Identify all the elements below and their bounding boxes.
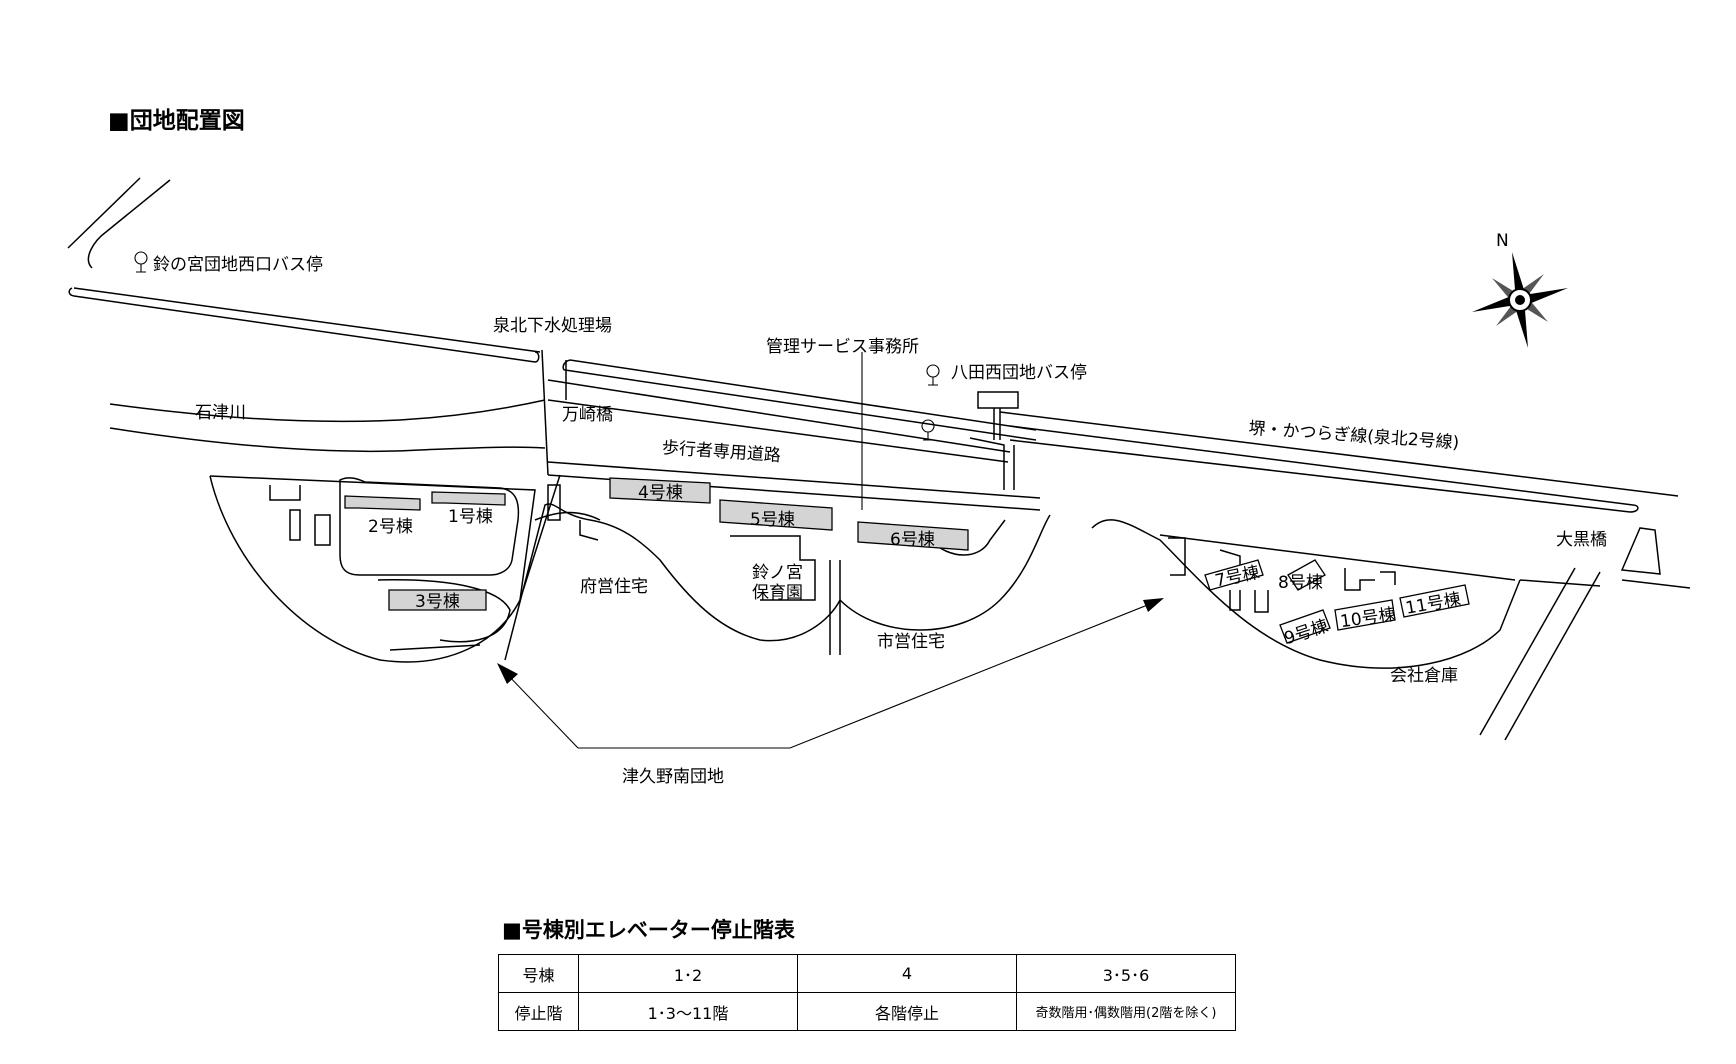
building-5: 5号棟 bbox=[719, 499, 833, 531]
svg-text:6号棟: 6号棟 bbox=[890, 530, 935, 550]
svg-text:3号棟: 3号棟 bbox=[415, 592, 460, 612]
compass-n-label: N bbox=[1496, 231, 1509, 251]
elevator-table-title: ■号棟別エレベーター停止階表 bbox=[502, 918, 795, 942]
label-office: 管理サービス事務所 bbox=[766, 337, 919, 357]
label-nursery-1: 鈴ノ宮 bbox=[752, 563, 803, 583]
svg-text:2号棟: 2号棟 bbox=[368, 517, 413, 537]
label-sewage: 泉北下水処理場 bbox=[493, 316, 612, 336]
bus-stop-icon bbox=[926, 364, 940, 386]
label-walkway: 歩行者専用道路 bbox=[661, 438, 781, 466]
elevator-table: 号棟 1･2 4 3･5･6 停止階 1･3〜11階 各階停止 奇数階用･偶数階… bbox=[498, 954, 1236, 1031]
bridge-manzaki-road bbox=[541, 349, 549, 476]
estate-east bbox=[1091, 519, 1691, 741]
label-city-housing: 市営住宅 bbox=[877, 632, 945, 652]
label-bus-stop-west: 鈴の宮団地西口バス停 bbox=[153, 255, 323, 275]
table-cell: 奇数階用･偶数階用(2階を除く) bbox=[1016, 992, 1236, 1031]
building-11: 11号棟 bbox=[1399, 584, 1470, 619]
compass-icon: N bbox=[1472, 231, 1568, 348]
building-9: 9号棟 bbox=[1279, 609, 1331, 649]
table-row: 停止階 1･3〜11階 各階停止 奇数階用･偶数階用(2階を除く) bbox=[498, 992, 1236, 1031]
building-1: 1号棟 bbox=[431, 491, 506, 527]
estate-west bbox=[209, 475, 536, 663]
highway-road bbox=[68, 287, 1679, 513]
road-nw-inner bbox=[87, 179, 171, 269]
bus-stop-icon bbox=[921, 419, 935, 441]
svg-text:8号棟: 8号棟 bbox=[1278, 573, 1323, 593]
site-map: ■団地配置図 bbox=[67, 108, 1691, 787]
building-10: 10号棟 bbox=[1334, 599, 1397, 632]
svg-text:5号棟: 5号棟 bbox=[750, 510, 795, 530]
building-2: 2号棟 bbox=[344, 495, 421, 537]
table-row: 号棟 1･2 4 3･5･6 bbox=[498, 954, 1236, 993]
bus-stop-icon bbox=[134, 251, 148, 273]
label-fu-housing: 府営住宅 bbox=[580, 577, 648, 597]
building-6: 6号棟 bbox=[857, 521, 969, 551]
table-cell: 1･2 bbox=[578, 954, 798, 993]
building-3: 3号棟 bbox=[388, 589, 487, 612]
table-cell: 各階停止 bbox=[797, 992, 1017, 1031]
svg-text:11号棟: 11号棟 bbox=[1404, 589, 1462, 618]
label-danchi: 津久野南団地 bbox=[622, 767, 724, 787]
label-bridge-daikoku: 大黒橋 bbox=[1556, 530, 1607, 550]
table-cell: 3･5･6 bbox=[1016, 954, 1236, 993]
label-bus-stop-hachida: 八田西団地バス停 bbox=[951, 363, 1087, 383]
building-4: 4号棟 bbox=[609, 477, 711, 504]
table-cell: 1･3〜11階 bbox=[578, 992, 798, 1031]
pedestrian-bridge bbox=[969, 391, 1019, 490]
label-company-warehouse: 会社倉庫 bbox=[1390, 666, 1458, 686]
table-header-cell: 号棟 bbox=[498, 954, 579, 993]
svg-text:7号棟: 7号棟 bbox=[1213, 563, 1261, 592]
building-8: 8号棟 bbox=[1278, 559, 1326, 593]
label-nursery-2: 保育園 bbox=[752, 583, 803, 603]
map-title: ■団地配置図 bbox=[108, 108, 245, 134]
label-highway: 堺・かつらぎ線(泉北2号線) bbox=[1248, 419, 1460, 454]
table-cell: 4 bbox=[797, 954, 1017, 993]
river bbox=[109, 399, 546, 453]
label-bridge-manzaki: 万崎橋 bbox=[562, 405, 613, 425]
table-header-cell: 停止階 bbox=[498, 992, 579, 1031]
label-river: 石津川 bbox=[195, 403, 246, 423]
danchi-arrows bbox=[497, 598, 1164, 749]
svg-text:1号棟: 1号棟 bbox=[448, 507, 493, 527]
road-nw-outer bbox=[67, 177, 141, 249]
building-7: 7号棟 bbox=[1204, 559, 1264, 592]
svg-text:4号棟: 4号棟 bbox=[638, 483, 683, 503]
